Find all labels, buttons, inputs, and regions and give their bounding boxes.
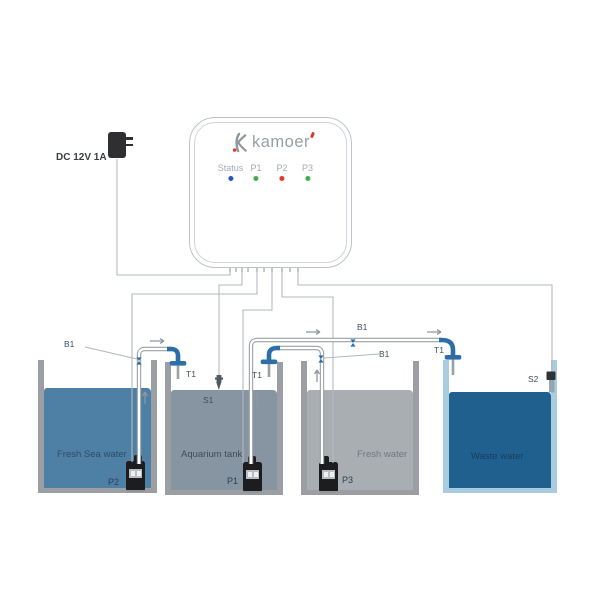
adapter-prong <box>126 143 133 146</box>
pipe-core <box>249 338 442 464</box>
flow-arrow-up <box>142 391 148 404</box>
status-led <box>227 176 234 182</box>
indicator-label-p3: P3 <box>301 163 314 173</box>
flow-arrow-up <box>314 369 320 382</box>
wire-pump-p3 <box>281 272 334 463</box>
tank-wall <box>277 362 283 495</box>
pipe-core <box>137 347 171 464</box>
valve-b1-waste-line <box>350 339 356 347</box>
controller-inner-bezel <box>194 122 347 263</box>
pump-body <box>243 462 262 493</box>
pipe-p3-to-aquarium <box>277 345 325 464</box>
wire-pump-p1 <box>242 272 273 463</box>
sensor-s1 <box>215 375 223 390</box>
label-pump-p2: P2 <box>108 477 120 487</box>
tank-wall <box>301 490 419 495</box>
label-b1-fresh: B1 <box>379 349 390 359</box>
adapter-prong <box>126 137 133 140</box>
tank-name: Fresh water <box>357 449 408 460</box>
pipe-p1-to-waste <box>248 337 442 464</box>
kamoer-flame-icon <box>232 132 247 153</box>
label-pump-p1: P1 <box>227 476 239 486</box>
tank-wall <box>38 488 157 493</box>
tank-wall <box>165 362 171 495</box>
label-t1-waste: T1 <box>434 345 444 355</box>
brand-logo: kamoer <box>190 131 351 154</box>
valve-b1-fresh-line <box>318 355 324 363</box>
valve-b1-sea-line <box>136 357 142 365</box>
pump-body <box>126 461 145 492</box>
p3-led <box>304 176 311 182</box>
brand-name: kamoer <box>252 131 316 152</box>
brand-accent-mark <box>310 131 316 139</box>
pump-screen <box>129 469 142 478</box>
dosing-controller: kamoer Status P1 P2 P3 <box>189 117 352 268</box>
tank-name: Aquarium tank <box>181 449 243 460</box>
tank-wall <box>301 361 307 495</box>
label-b1-waste: B1 <box>357 322 368 332</box>
dc-power-wire <box>116 159 231 276</box>
label-t1-aquarium-left: T1 <box>186 369 196 379</box>
flow-arrow-right <box>427 329 442 335</box>
wire-pump-p2 <box>131 272 258 462</box>
leader-line-b1-right <box>323 353 380 359</box>
tank-wall <box>443 360 449 493</box>
pump-screen <box>246 470 259 479</box>
tank-wall <box>413 361 419 495</box>
leader-line-b1-left <box>84 346 138 360</box>
tank-name: Fresh Sea water <box>57 449 127 460</box>
flow-arrow-right <box>150 338 165 344</box>
tank-wall <box>443 488 557 493</box>
pump-screen <box>322 470 335 479</box>
p1-led <box>253 176 259 182</box>
flow-arrow-right <box>306 329 321 335</box>
tank-wall <box>151 360 157 493</box>
pipe-p2-to-aquarium <box>136 346 171 464</box>
fitting-t1-aquarium-right <box>260 345 280 377</box>
fitting-t1-aquarium-left <box>167 346 187 379</box>
tank-wall <box>165 490 283 495</box>
tank-wall <box>38 360 44 493</box>
wire-sensor-s1 <box>218 272 243 376</box>
label-pump-p3: P3 <box>342 475 354 485</box>
waste-water <box>449 392 551 488</box>
pump-body <box>319 462 338 493</box>
pump-p3 <box>319 456 338 493</box>
power-adapter <box>108 132 126 158</box>
label-t1-aquarium-right: T1 <box>252 370 262 380</box>
indicator-label-p1: P1 <box>250 163 262 173</box>
p2-led <box>279 176 285 182</box>
tank-waste-water: Waste water <box>443 360 557 493</box>
label-s2: S2 <box>528 374 539 384</box>
pump-outlet <box>321 456 329 466</box>
wire-sensor-s2 <box>297 272 553 372</box>
label-b1-sea: B1 <box>64 339 75 349</box>
flow-arrow-up <box>254 392 260 405</box>
tank-name: Waste water <box>471 451 524 462</box>
pipe-core <box>277 346 324 464</box>
indicator-label-status: Status <box>217 163 244 173</box>
dc-power-label: DC 12V 1A <box>56 152 107 163</box>
indicator-label-p2: P2 <box>276 163 288 173</box>
tank-wall <box>551 360 557 493</box>
sensor-s2 <box>546 371 556 393</box>
label-s1: S1 <box>203 395 214 405</box>
fitting-t1-waste <box>439 337 462 375</box>
